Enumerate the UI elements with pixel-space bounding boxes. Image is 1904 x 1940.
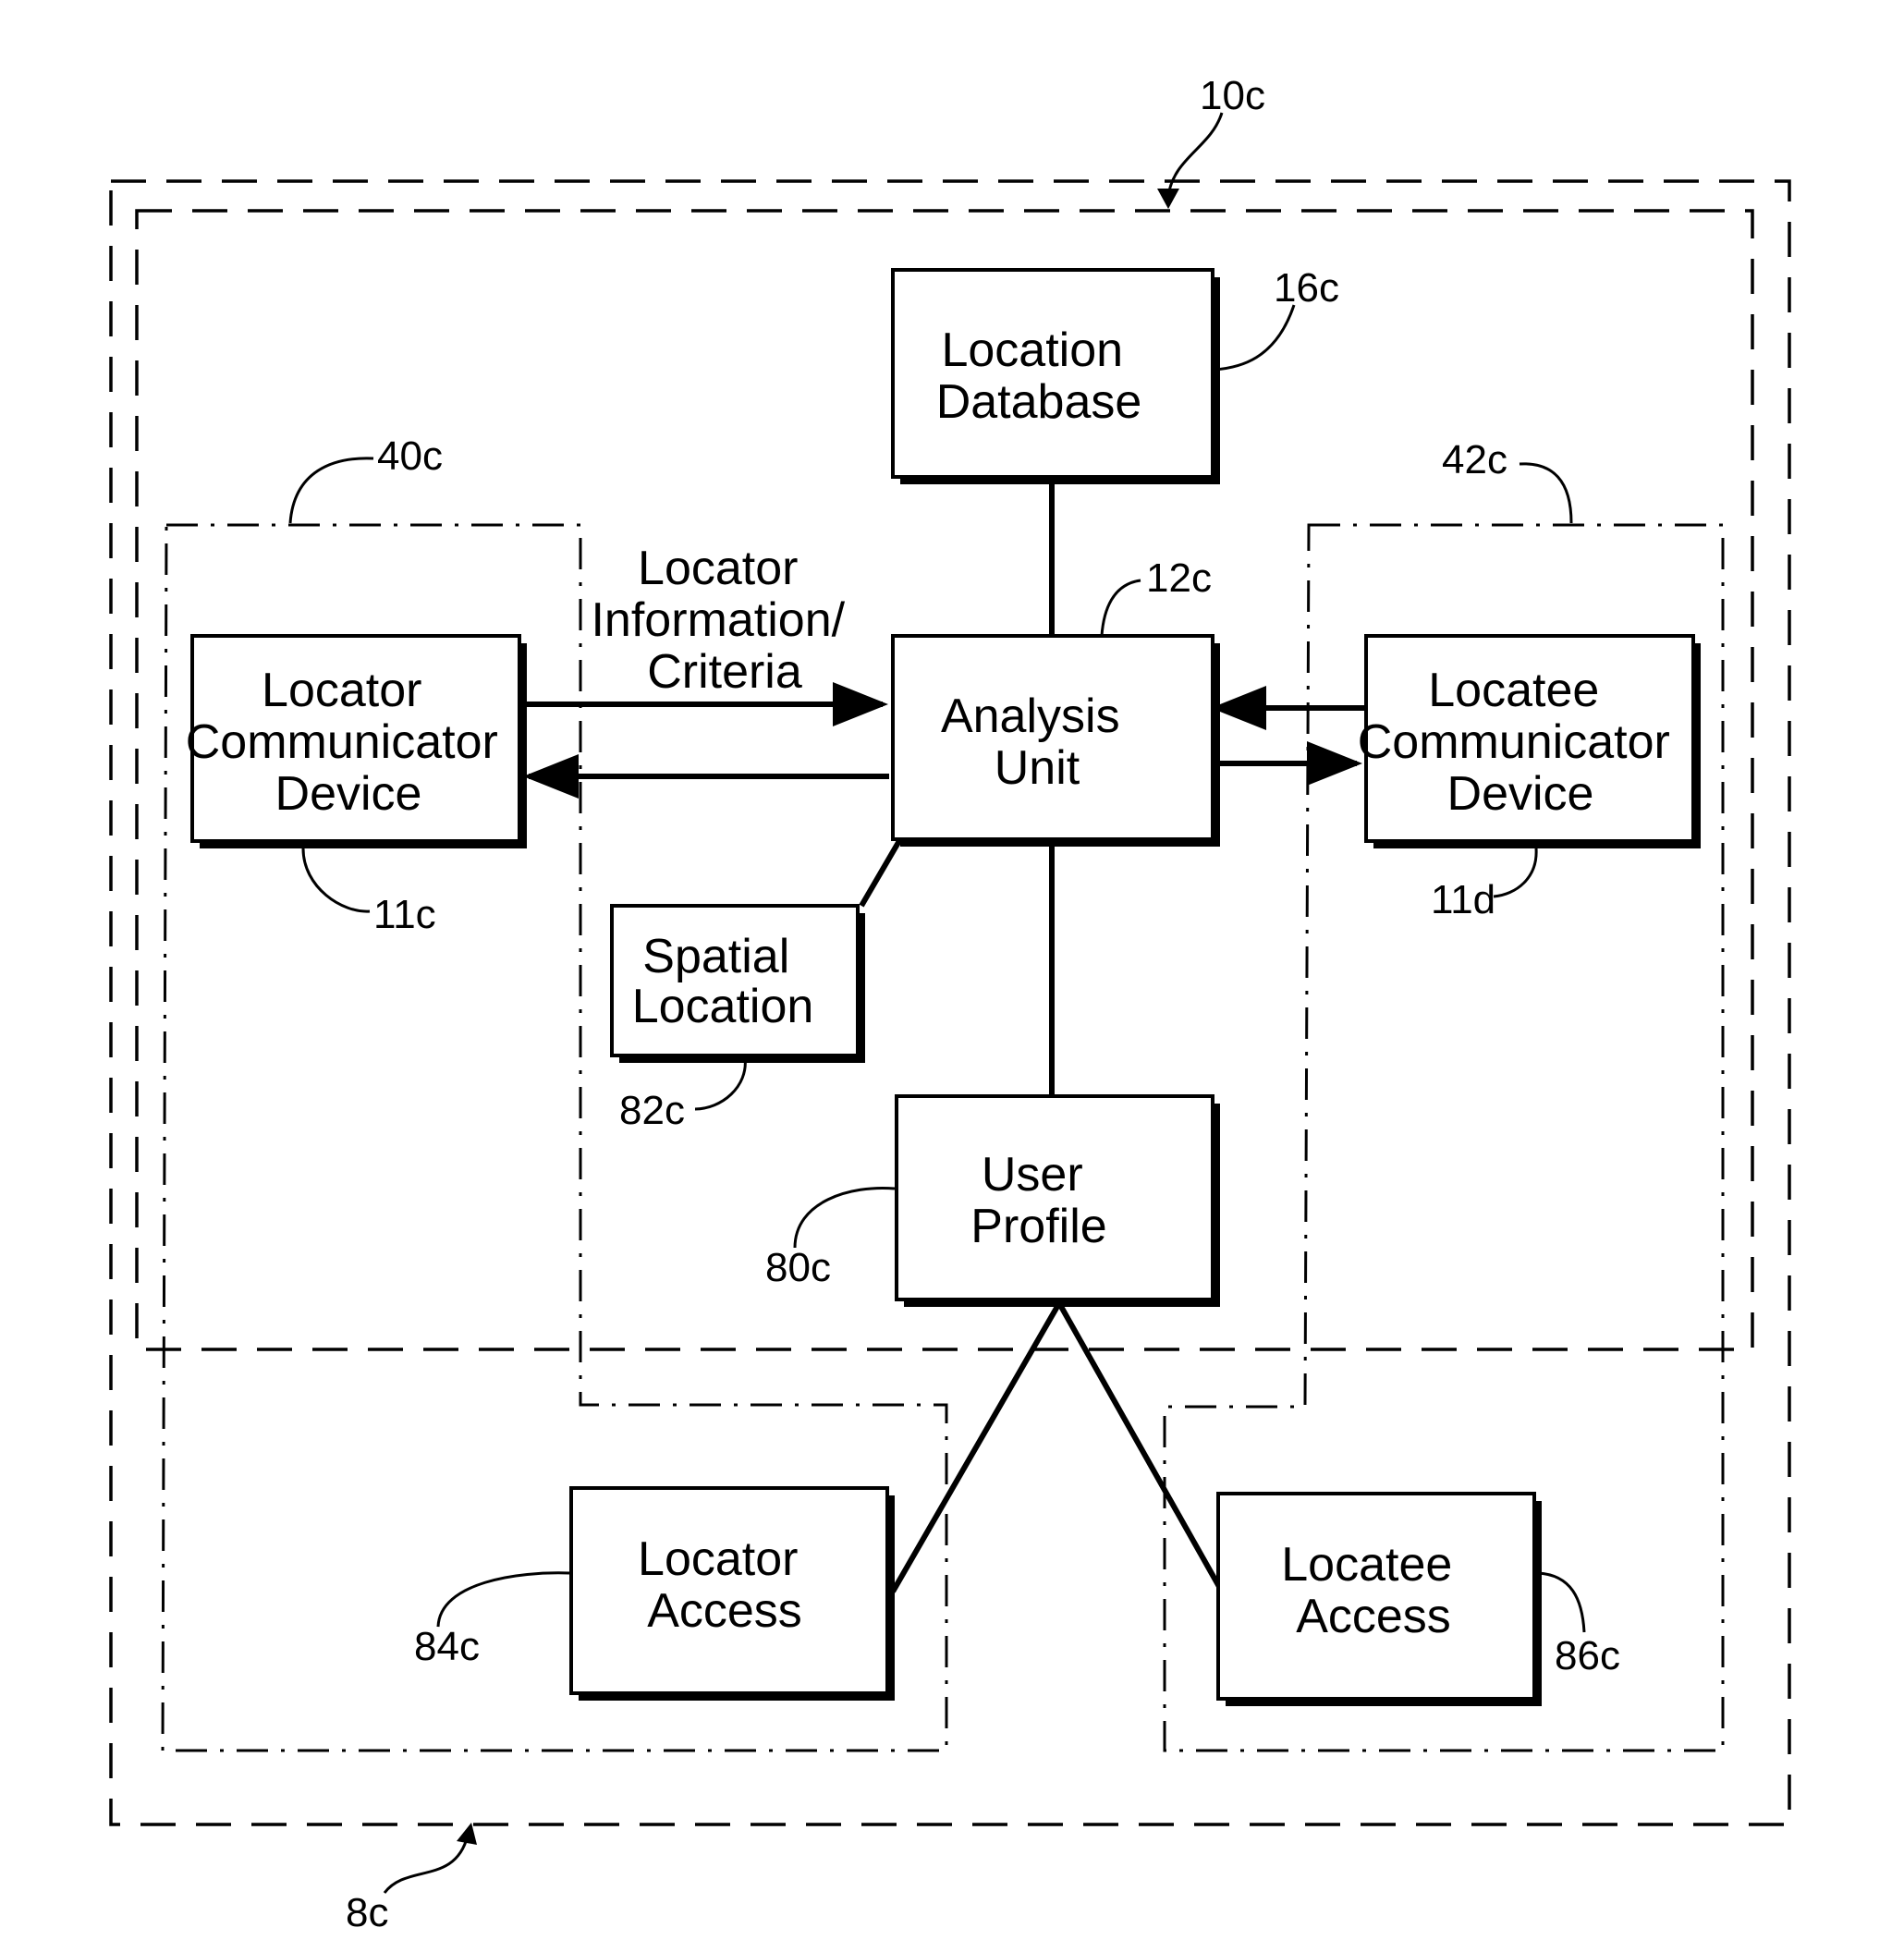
connector-analysis-spatial — [861, 839, 900, 906]
connector-profile-locatee-access — [1059, 1303, 1222, 1592]
ref-11d: 11d — [1431, 877, 1495, 922]
leader-12c — [1102, 580, 1141, 636]
ref-16c: 16c — [1274, 265, 1339, 311]
ref-12c: 12c — [1146, 555, 1212, 601]
ref-8c: 8c — [346, 1890, 388, 1935]
leader-82c — [695, 1057, 745, 1109]
leader-10c — [1168, 113, 1222, 196]
leader-11d — [1494, 848, 1536, 897]
leader-42c — [1520, 464, 1571, 523]
connector-profile-locator-access — [893, 1303, 1059, 1592]
leader-86c — [1538, 1573, 1584, 1632]
ref-42c: 42c — [1442, 437, 1507, 482]
location-database-label: Location Database — [936, 323, 1142, 429]
leader-11c — [303, 848, 370, 911]
ref-10c: 10c — [1200, 73, 1265, 118]
user-profile-label: User Profile — [970, 1148, 1106, 1253]
ref-84c: 84c — [414, 1624, 480, 1669]
ref-86c: 86c — [1555, 1633, 1620, 1678]
locatee-access-label: Locatee Access — [1281, 1538, 1466, 1643]
ref-11c: 11c — [373, 892, 436, 937]
leader-8c — [384, 1836, 468, 1893]
locator-access-label: Locator Access — [638, 1532, 812, 1638]
ref-40c: 40c — [377, 433, 443, 479]
leader-80c — [795, 1188, 895, 1248]
locator-information-label: Locator Information/ Criteria — [591, 542, 858, 699]
arrowhead-10c — [1157, 189, 1179, 209]
leader-16c — [1214, 305, 1294, 370]
leader-84c — [438, 1573, 569, 1627]
ref-80c: 80c — [765, 1245, 831, 1290]
ref-82c: 82c — [619, 1088, 685, 1133]
leader-40c — [290, 458, 373, 523]
spatial-location-label: Spatial Location — [632, 930, 814, 1033]
